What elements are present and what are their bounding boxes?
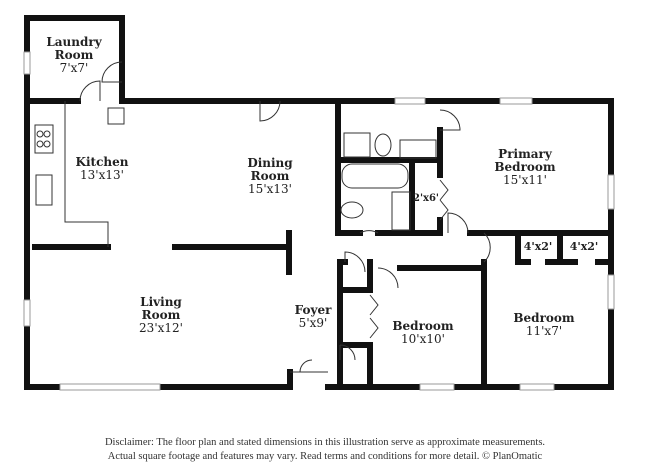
room-dimensions: 15'x13' [248,182,292,196]
room-label-bedroom-2: Bedroom 10'x10' [392,320,453,346]
room-name: Foyer [294,303,332,317]
room-name: Living [140,295,182,309]
walls [24,15,614,390]
room-dimensions: 7'x7' [59,61,89,75]
windows [23,51,615,391]
disclaimer: Disclaimer: The floor plan and stated di… [0,436,650,464]
room-dimensions: 13'x13' [80,168,124,182]
room-dimensions: 10'x10' [401,332,445,346]
room-name: Kitchen [75,155,129,169]
room-dimensions: 5'x9' [298,316,328,330]
room-name: Room [141,308,181,322]
room-name: Primary [498,147,552,161]
room-label-kitchen: Kitchen 13'x13' [76,156,129,182]
room-name: Bedroom [392,319,454,333]
room-dimensions: 15'x11' [503,173,547,187]
fixtures [34,101,449,339]
disclaimer-line: Actual square footage and features may v… [107,451,543,462]
room-name: Bedroom [513,311,575,325]
room-name: Dining [247,156,293,170]
closet-label: 4'x2' [569,240,599,253]
room-label-foyer: Foyer 5'x9' [295,304,332,330]
closet-label: 4'x2' [523,240,553,253]
room-label-dining: Dining Room 15'x13' [247,157,292,196]
disclaimer-line: Disclaimer: The floor plan and stated di… [104,437,546,448]
room-dimensions: 23'x12' [139,321,183,335]
room-label-bedroom-3: Bedroom 11'x7' [513,312,574,338]
room-name: Room [250,169,290,183]
doors [79,61,491,373]
room-name: Room [54,48,94,62]
closet-label: 2'x6' [412,193,440,204]
room-dimensions: 11'x7' [525,324,563,338]
room-label-laundry: Laundry Room 7'x7' [46,36,101,75]
room-name: Bedroom [494,160,556,174]
room-label-living: Living Room 23'x12' [139,296,183,335]
room-name: Laundry [46,35,102,49]
room-label-primary-bedroom: Primary Bedroom 15'x11' [494,148,555,187]
